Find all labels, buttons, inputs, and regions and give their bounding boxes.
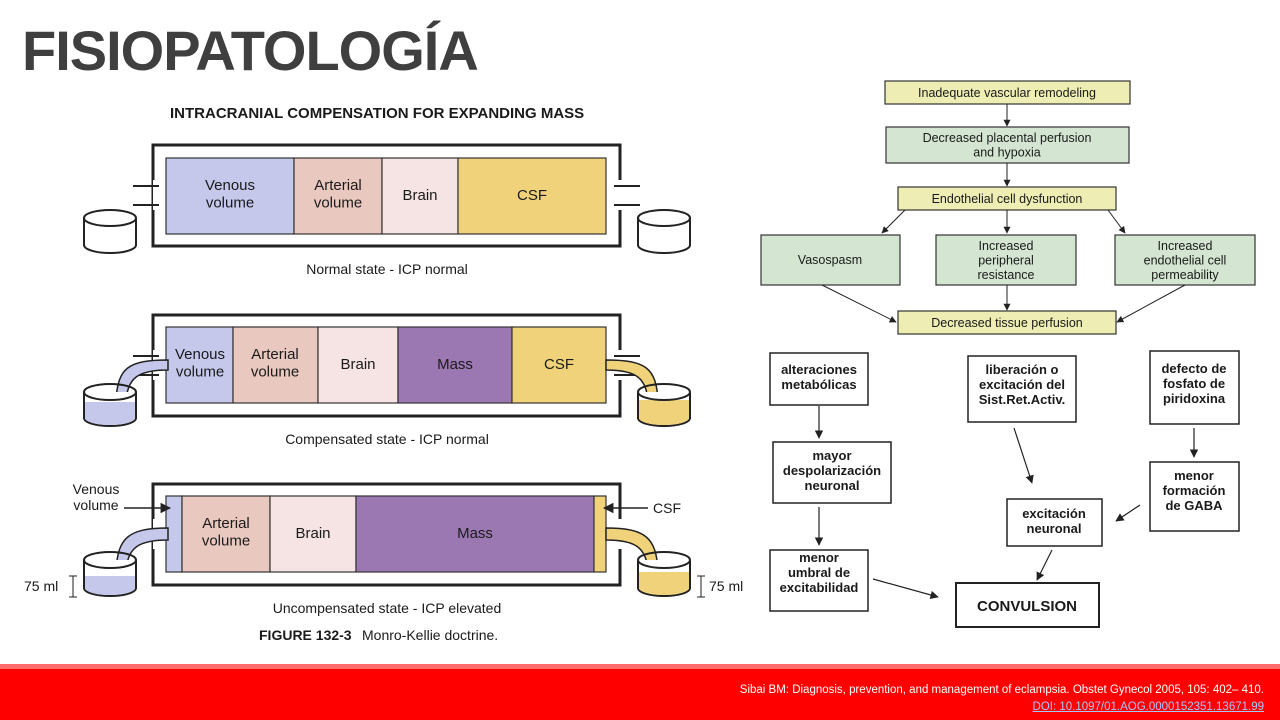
diagram-heading: INTRACRANIAL COMPENSATION FOR EXPANDING … xyxy=(170,105,584,122)
csf-cell xyxy=(457,157,607,235)
text-convulsion: CONVULSION xyxy=(977,598,1077,615)
flow-text-endothelial: Endothelial cell dysfunction xyxy=(932,192,1083,206)
brain-cell xyxy=(381,157,459,235)
right-75ml-label: 75 ml xyxy=(709,578,743,594)
box-menor-gaba xyxy=(1149,461,1240,532)
brain-label: Brain xyxy=(340,356,375,373)
csf-label: CSF xyxy=(544,356,574,373)
citation-text: Sibai BM: Diagnosis, prevention, and man… xyxy=(739,684,1264,696)
csf-side-label: CSF xyxy=(653,500,681,516)
compensated-caption: Compensated state - ICP normal xyxy=(285,431,489,447)
footer-bar xyxy=(0,664,1280,720)
csf-label: CSF xyxy=(517,187,547,204)
box-alteraciones xyxy=(769,352,869,406)
box-mayor xyxy=(772,441,892,504)
slide-title: FISIOPATOLOGÍA xyxy=(22,19,479,82)
mass-cell xyxy=(355,495,595,573)
brain-cell xyxy=(317,326,399,404)
box-menor-umbral xyxy=(769,549,869,612)
mass-label: Mass xyxy=(437,356,473,373)
left-75ml-label: 75 ml xyxy=(24,578,58,594)
box-defecto xyxy=(1149,350,1240,425)
normal-caption: Normal state - ICP normal xyxy=(306,261,468,277)
figure-label: FIGURE 132-3 xyxy=(259,627,352,643)
brain-label: Brain xyxy=(402,187,437,204)
monro-kellie-diagram: INTRACRANIAL COMPENSATION FOR EXPANDING … xyxy=(24,105,743,643)
flow-text-inadequate: Inadequate vascular remodeling xyxy=(918,86,1096,100)
brain-cell xyxy=(269,495,357,573)
flow-text-tissue: Decreased tissue perfusion xyxy=(931,316,1083,330)
csf-reservoir xyxy=(637,218,691,254)
mass-cell xyxy=(397,326,513,404)
flow-box-decreased-perfusion xyxy=(885,126,1130,164)
flow-box-vasospasm xyxy=(760,234,901,286)
box-liberacion xyxy=(967,355,1077,423)
doi-link[interactable]: DOI: 10.1097/01.AOG.0000152351.13671.99 xyxy=(1032,701,1264,713)
arterial-volume-cell xyxy=(181,495,271,573)
figure-title: Monro-Kellie doctrine. xyxy=(362,627,498,643)
box-convulsion xyxy=(955,582,1100,628)
flow-box-resistance xyxy=(935,234,1077,286)
brain-label: Brain xyxy=(295,525,330,542)
uncompensated-caption: Uncompensated state - ICP elevated xyxy=(273,600,502,616)
venous-reservoir xyxy=(83,218,137,254)
eclampsia-flowchart: Inadequate vascular remodeling Decreased… xyxy=(760,80,1256,335)
csf-cell xyxy=(511,326,607,404)
box-excitacion xyxy=(1006,498,1103,547)
mass-label: Mass xyxy=(457,525,493,542)
arterial-volume-cell xyxy=(293,157,383,235)
flow-box-tissue xyxy=(897,310,1117,335)
footer-divider xyxy=(0,664,1280,669)
flow-box-permeability xyxy=(1114,234,1256,286)
arterial-volume-cell xyxy=(232,326,319,404)
flow-text-vasospasm: Vasospasm xyxy=(798,253,862,267)
